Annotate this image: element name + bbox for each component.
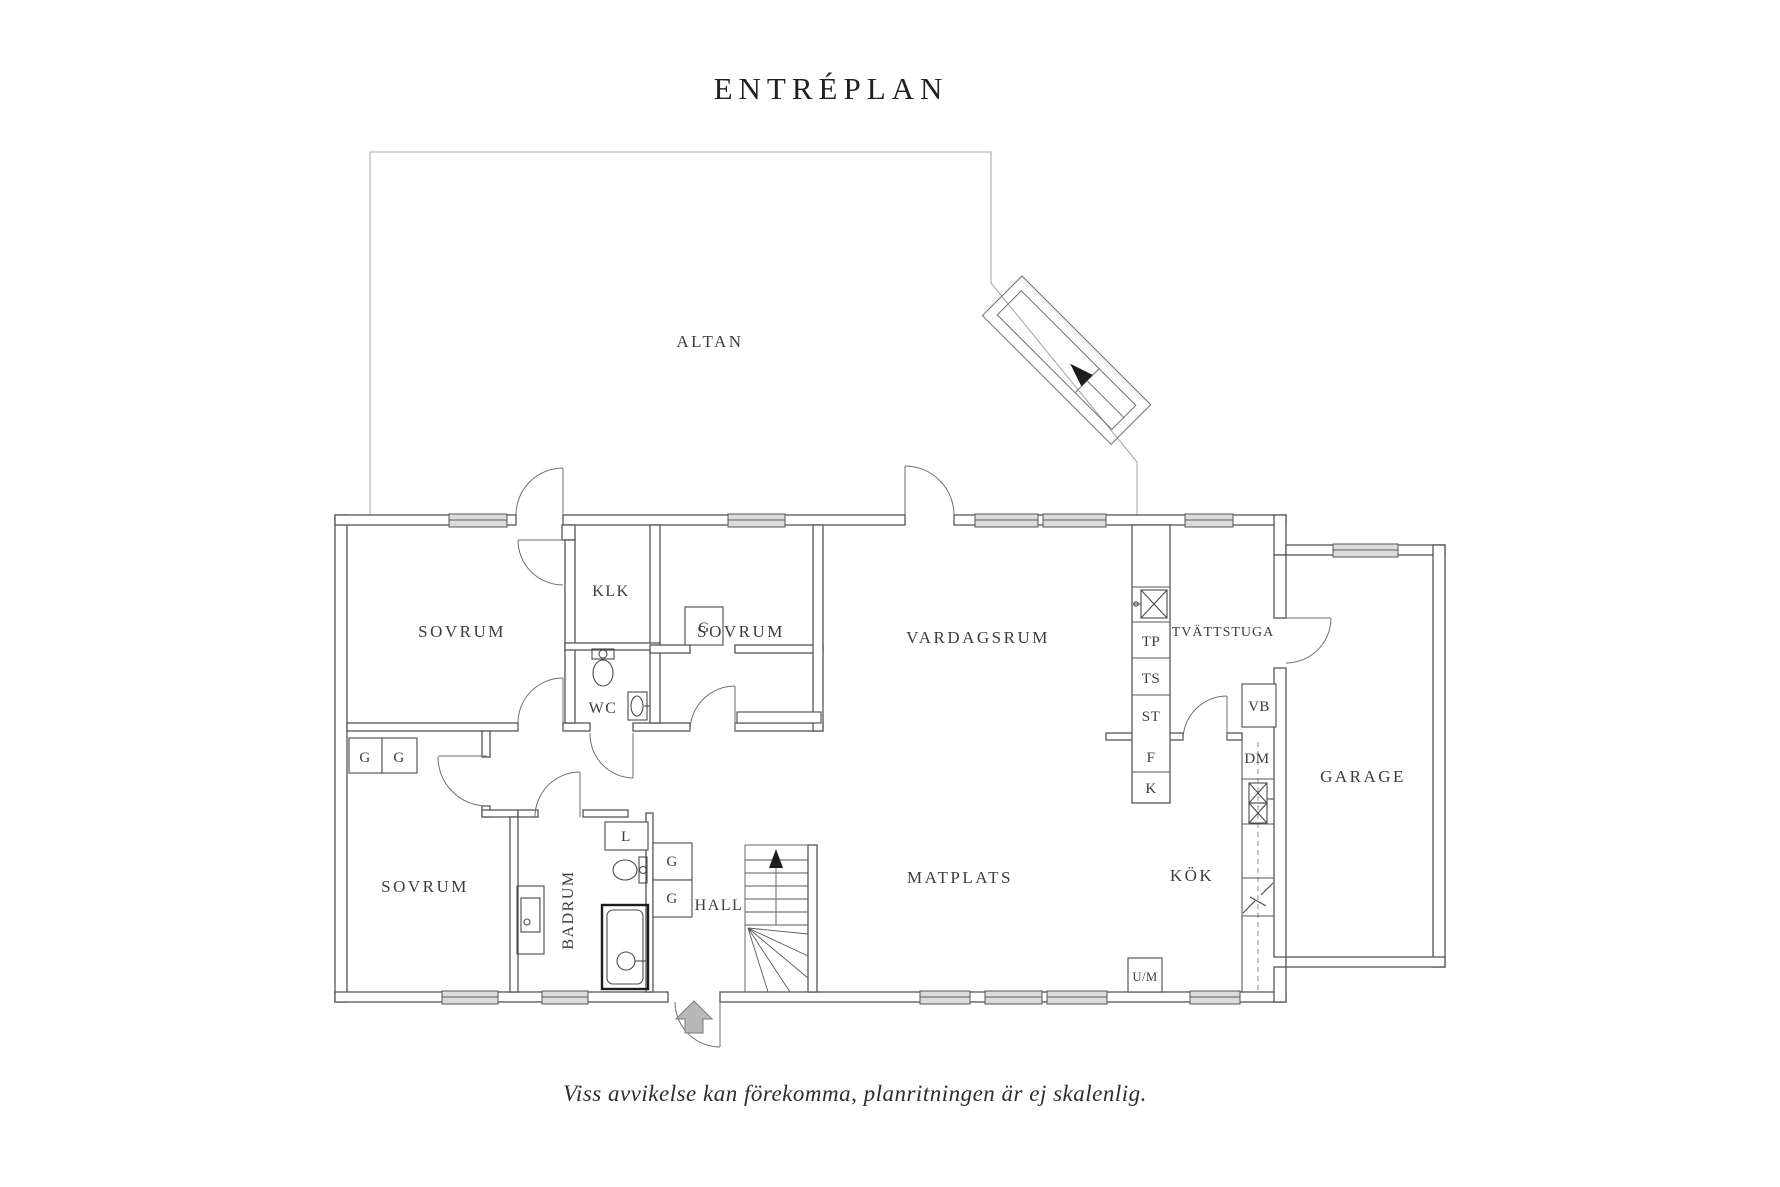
room-label-sovrum-mid: SOVRUM xyxy=(697,622,785,641)
wardrobe-boxes xyxy=(348,606,1277,993)
room-label-sovrum-bot: SOVRUM xyxy=(381,877,469,896)
room-label-hall: HALL xyxy=(695,897,744,914)
entry-arrow xyxy=(674,1000,714,1034)
bathroom-shower xyxy=(600,903,650,991)
room-labels: ALTAN SOVRUM KLK WC SOVRUM VARDAGSRUM TV… xyxy=(381,332,1406,950)
label-um: U/M xyxy=(1132,970,1157,984)
room-label-altan: ALTAN xyxy=(676,332,743,351)
room-label-vardagsrum: VARDAGSRUM xyxy=(906,628,1050,647)
label-g-wardrobe-5: G xyxy=(666,891,677,907)
label-ts: TS xyxy=(1142,671,1161,687)
room-label-sovrum-top: SOVRUM xyxy=(418,622,506,641)
terrace-outline xyxy=(369,151,1138,515)
interior-staircase xyxy=(744,844,809,993)
laundry-cabinet-column xyxy=(1131,524,1171,804)
door-swings xyxy=(437,465,1332,1048)
stair-up-arrow xyxy=(769,849,783,868)
bathroom-sink xyxy=(516,885,545,955)
label-tp: TP xyxy=(1142,634,1161,650)
room-label-wc: WC xyxy=(589,700,618,717)
room-label-garage: GARAGE xyxy=(1320,767,1406,786)
windows xyxy=(441,513,1399,1005)
label-dm: DM xyxy=(1244,751,1269,767)
room-label-matplats: MATPLATS xyxy=(907,868,1013,887)
label-f: F xyxy=(1147,750,1156,766)
label-st: ST xyxy=(1142,709,1161,725)
exterior-walls xyxy=(334,514,1446,1003)
wc-toilet xyxy=(591,648,615,687)
room-label-klk: KLK xyxy=(592,583,629,600)
label-linen-closet: L xyxy=(621,829,631,845)
page-title: ENTRÉPLAN xyxy=(714,71,949,106)
fixture-labels: G G G G G L TP TS ST F K VB DM U/M xyxy=(359,620,1270,984)
disclaimer-caption: Viss avvikelse kan förekomma, planritnin… xyxy=(563,1081,1147,1106)
label-g-wardrobe-2: G xyxy=(393,750,404,766)
stair-direction-arrow xyxy=(1070,363,1093,387)
wc-sink xyxy=(627,691,650,721)
kitchen-counter xyxy=(1241,740,1274,992)
terrace-stair xyxy=(981,275,1152,445)
label-g-wardrobe-4: G xyxy=(666,854,677,870)
label-g-wardrobe-1: G xyxy=(359,750,370,766)
interior-walls xyxy=(346,524,1243,993)
bathroom-toilet xyxy=(612,856,648,884)
room-label-badrum: BADRUM xyxy=(560,870,577,949)
room-label-kok: KÖK xyxy=(1170,866,1214,885)
label-g-wardrobe-3: G xyxy=(698,620,709,636)
label-k: K xyxy=(1145,781,1156,797)
label-vb: VB xyxy=(1248,699,1270,715)
room-label-tvattstuga: TVÄTTSTUGA xyxy=(1172,623,1275,640)
